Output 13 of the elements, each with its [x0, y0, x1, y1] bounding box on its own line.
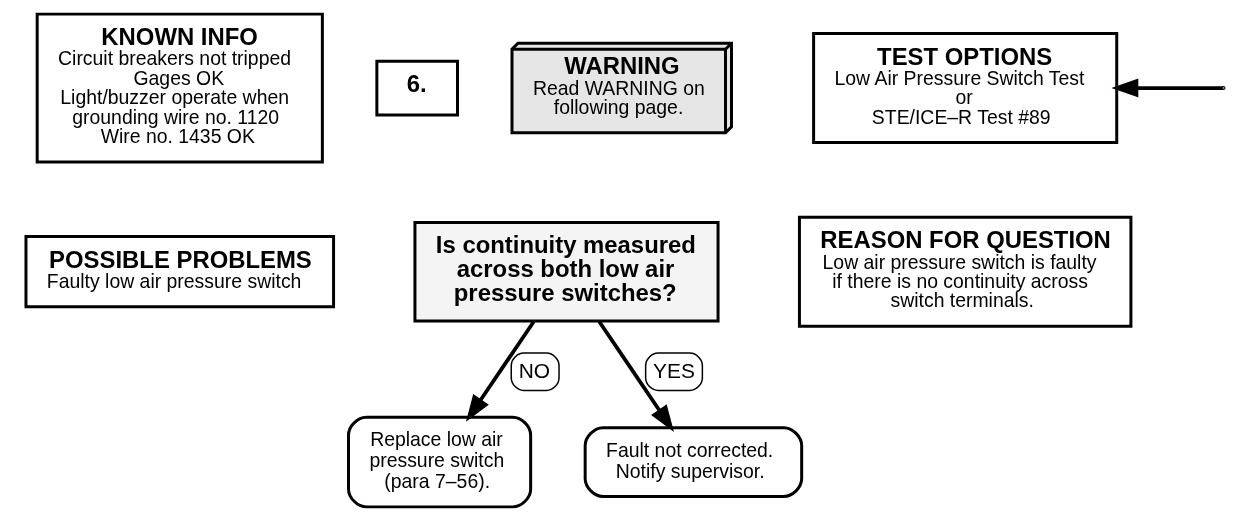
node-box: Replace low air pressure switch (para 7–56). [347, 415, 533, 509]
node-box: TEST OPTIONS Low Air Pressure Switch Test or STE/ICE–R Test #89 [812, 32, 1119, 145]
edge-label: YES [653, 359, 695, 383]
arrow [1111, 78, 1223, 98]
arrow [597, 320, 674, 432]
node-box: Fault not corrected. Notify supervisor. [583, 426, 804, 498]
node-box: POSSIBLE PROBLEMS Faulty low air pressure switch [24, 235, 336, 309]
edge-label: NO [518, 359, 551, 383]
node-box: REASON FOR QUESTION Low air pressure switch is faulty if there is no continuity across switch terminals. [797, 215, 1133, 328]
arrow [465, 320, 536, 422]
node-box: Is continuity measured across both low air pressure switches? [413, 220, 720, 323]
node-box: 6. [375, 59, 459, 117]
node-box: KNOWN INFO Circuit breakers not tripped Gages OK Light/buzzer operate when grounding wire no. 1120 Wire no. 1435 OK [35, 12, 324, 164]
